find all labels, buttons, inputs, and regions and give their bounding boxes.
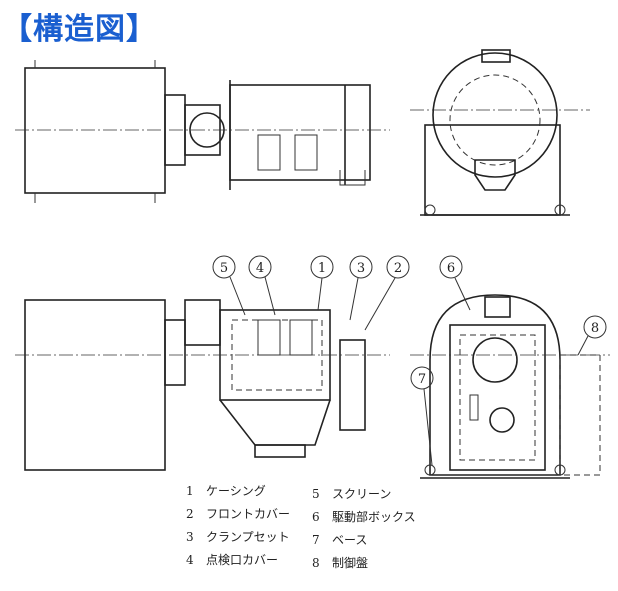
callout-7: 7 [410, 366, 434, 466]
diagram-title: 【構造図】 [2, 12, 157, 47]
svg-text:6: 6 [447, 261, 455, 276]
top-front-view [410, 49, 590, 216]
callout-1: 1 [310, 255, 334, 311]
callout-6: 6 [439, 255, 471, 311]
bottom-front-view [410, 294, 610, 479]
callout-8: 8 [577, 315, 607, 356]
callout-3: 3 [349, 255, 373, 321]
svg-text:1: 1 [318, 261, 326, 276]
svg-text:8: 8 [591, 321, 599, 336]
bottom-side-view [15, 299, 390, 471]
callout-2: 2 [364, 255, 410, 331]
top-side-view [15, 60, 390, 203]
svg-text:7: 7 [418, 372, 426, 387]
svg-text:3: 3 [357, 261, 365, 276]
svg-text:5: 5 [220, 261, 228, 276]
svg-text:2: 2 [394, 261, 402, 276]
callout-5: 5 [212, 255, 246, 316]
callout-4: 4 [248, 255, 276, 316]
svg-text:4: 4 [256, 261, 264, 276]
